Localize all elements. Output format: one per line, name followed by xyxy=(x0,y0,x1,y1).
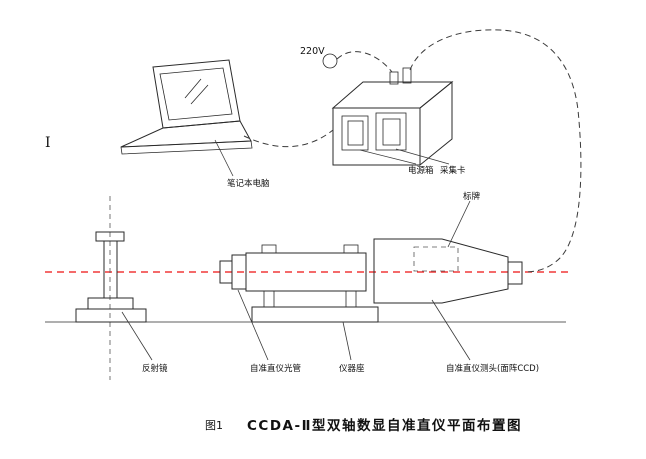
instrument-base-block xyxy=(251,306,379,323)
power-box-slot-1 xyxy=(341,115,369,151)
power-box-slot-2 xyxy=(375,112,407,151)
leader-power-box xyxy=(359,149,417,165)
power-plug: 220V xyxy=(300,46,338,69)
leader-nameplate xyxy=(447,200,471,248)
cable-laptop-to-box xyxy=(243,129,334,148)
plug-circle xyxy=(322,53,338,69)
label-power-box: 电源箱 xyxy=(408,165,434,176)
reflector-mid-base xyxy=(87,297,134,310)
leader-reflector xyxy=(121,311,153,361)
collimator-tube-drawing xyxy=(219,244,379,323)
laptop-base-top xyxy=(120,120,252,148)
laptop-screen-shine-1 xyxy=(184,78,202,99)
power-box-connector-2 xyxy=(402,67,412,84)
label-nameplate: 标牌 xyxy=(463,191,481,202)
leader-collimator-tube xyxy=(237,289,269,361)
power-box-slot-2-inner xyxy=(382,118,401,146)
reflector-base-plate xyxy=(75,308,147,323)
label-capture-card: 采集卡 xyxy=(440,165,466,176)
leader-measuring-head xyxy=(431,299,471,361)
head-nameplate-outline xyxy=(413,246,459,272)
power-box-front xyxy=(332,107,421,166)
power-box-drawing xyxy=(331,67,454,167)
leader-laptop xyxy=(214,139,234,177)
leader-capture-card xyxy=(395,148,450,165)
left-margin-mark: I xyxy=(45,135,51,151)
leader-instrument-base xyxy=(342,321,352,361)
label-reflector: 反射镜 xyxy=(142,363,168,374)
label-instrument-base: 仪器座 xyxy=(339,363,365,374)
laptop-screen-inner xyxy=(159,67,233,121)
reflector-stem xyxy=(103,240,118,299)
cable-box-to-head xyxy=(409,29,582,273)
label-laptop: 笔记本电脑 xyxy=(227,178,270,189)
reflector-drawing xyxy=(75,231,147,323)
label-measuring-head: 自准直仪测头(面阵CCD) xyxy=(446,363,539,374)
power-box-connector-1 xyxy=(389,71,399,85)
tube-top-cap-2 xyxy=(343,244,359,254)
laptop-drawing xyxy=(120,59,253,155)
power-box-side xyxy=(419,80,453,167)
cable-plug-to-box xyxy=(336,51,393,73)
caption-figure-number: 图1 xyxy=(205,419,223,432)
caption: 图1 CCDA-Ⅱ型双轴数显自准直仪平面布置图 xyxy=(205,417,522,434)
tube-post-1 xyxy=(263,290,275,308)
label-collimator-tube: 自准直仪光管 xyxy=(250,363,301,374)
voltage-label: 220V xyxy=(300,46,325,57)
laptop-screen-shine-2 xyxy=(190,84,209,105)
tube-top-cap-1 xyxy=(261,244,277,254)
tube-post-2 xyxy=(345,290,357,308)
tube-body xyxy=(245,252,367,292)
power-box-slot-1-inner xyxy=(347,120,364,146)
head-connector xyxy=(507,261,523,285)
power-box-top xyxy=(331,81,454,109)
caption-title: CCDA-Ⅱ型双轴数显自准直仪平面布置图 xyxy=(247,417,522,434)
measuring-head-drawing xyxy=(373,238,523,304)
laptop-base-front xyxy=(120,140,253,155)
head-body xyxy=(373,238,509,304)
